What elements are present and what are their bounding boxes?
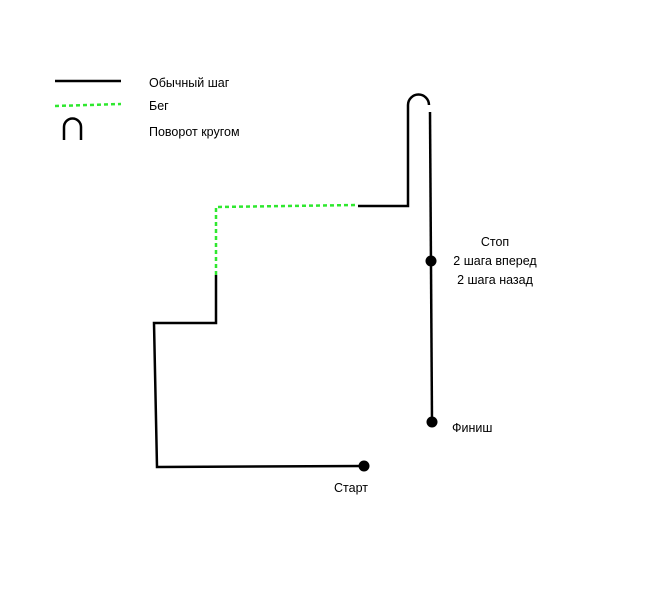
stop-label: Стоп: [481, 235, 509, 249]
forward-label: 2 шага вперед: [453, 254, 537, 268]
finish-label: Финиш: [452, 421, 492, 435]
normal-step-path-1: [152, 275, 365, 469]
finish-point: [426, 416, 438, 428]
legend-run-line: [54, 102, 122, 108]
legend: Обычный шаг Бег Поворот кругом: [54, 76, 240, 140]
legend-run-label: Бег: [149, 99, 169, 113]
legend-turn-around-label: Поворот кругом: [149, 125, 240, 139]
legend-turn-around-icon: [62, 117, 83, 140]
start-label: Старт: [334, 481, 368, 495]
start-point: [358, 460, 370, 472]
normal-step-path-2: [358, 105, 410, 208]
normal-step-path-3: [428, 111, 434, 423]
run-path: [214, 203, 357, 275]
backward-label: 2 шага назад: [457, 273, 534, 287]
route: [152, 93, 434, 469]
stop-point: [425, 255, 437, 267]
turn-around-arc: [406, 93, 431, 106]
legend-normal-step-label: Обычный шаг: [149, 76, 230, 90]
